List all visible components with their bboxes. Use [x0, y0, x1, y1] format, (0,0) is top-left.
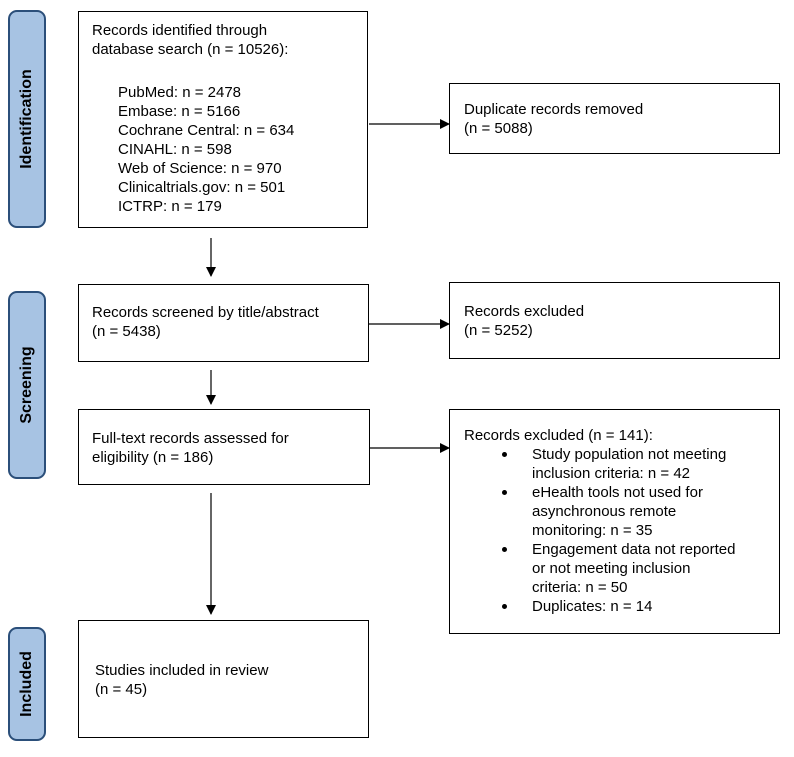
studies-included-line2: (n = 45)	[95, 681, 148, 698]
source-cinahl: CINAHL: n = 598	[118, 141, 232, 158]
records-identified-line1: Records identified through	[92, 22, 268, 39]
records-excluded-screening-line2: (n = 5252)	[464, 322, 533, 339]
exclusion-reason-list: Study population not meeting inclusion c…	[464, 445, 779, 616]
records-identified-box: Records identified through database sear…	[78, 11, 368, 228]
records-excluded-fulltext-box: Records excluded (n = 141): Study popula…	[449, 409, 780, 634]
source-pubmed: PubMed: n = 2478	[118, 84, 242, 101]
source-embase: Embase: n = 5166	[118, 103, 241, 120]
records-excluded-fulltext-heading: Records excluded (n = 141):	[464, 427, 653, 444]
records-identified-line2: database search (n = 10526):	[92, 41, 289, 58]
source-cochrane: Cochrane Central: n = 634	[118, 122, 295, 139]
source-ictrp: ICTRP: n = 179	[118, 198, 222, 215]
records-excluded-screening-line1: Records excluded	[464, 303, 585, 320]
phase-included: Included	[8, 627, 46, 741]
duplicates-removed-box: Duplicate records removed (n = 5088)	[449, 83, 780, 154]
database-source-list: PubMed: n = 2478 Embase: n = 5166 Cochra…	[92, 83, 367, 216]
source-web-of-science: Web of Science: n = 970	[118, 160, 282, 177]
exclusion-reason-duplicates: Duplicates: n = 14	[502, 597, 779, 616]
phase-identification: Identification	[8, 10, 46, 228]
exclusion-reason-ehealth-tools: eHealth tools not used for asynchronous …	[502, 483, 779, 540]
exclusion-reason-population: Study population not meeting inclusion c…	[502, 445, 779, 483]
records-screened-line2: (n = 5438)	[92, 323, 161, 340]
duplicates-removed-line1: Duplicate records removed	[464, 101, 644, 118]
studies-included-line1: Studies included in review	[95, 662, 269, 679]
records-excluded-screening-box: Records excluded (n = 5252)	[449, 282, 780, 359]
studies-included-box: Studies included in review (n = 45)	[78, 620, 369, 738]
exclusion-reason-engagement-data: Engagement data not reported or not meet…	[502, 540, 779, 597]
fulltext-assessed-line2: eligibility (n = 186)	[92, 449, 214, 466]
source-clinicaltrials: Clinicaltrials.gov: n = 501	[118, 179, 286, 196]
phase-screening: Screening	[8, 291, 46, 479]
duplicates-removed-line2: (n = 5088)	[464, 120, 533, 137]
records-screened-box: Records screened by title/abstract (n = …	[78, 284, 369, 362]
records-screened-line1: Records screened by title/abstract	[92, 304, 319, 321]
fulltext-assessed-line1: Full-text records assessed for	[92, 430, 289, 447]
fulltext-assessed-box: Full-text records assessed for eligibili…	[78, 409, 370, 485]
